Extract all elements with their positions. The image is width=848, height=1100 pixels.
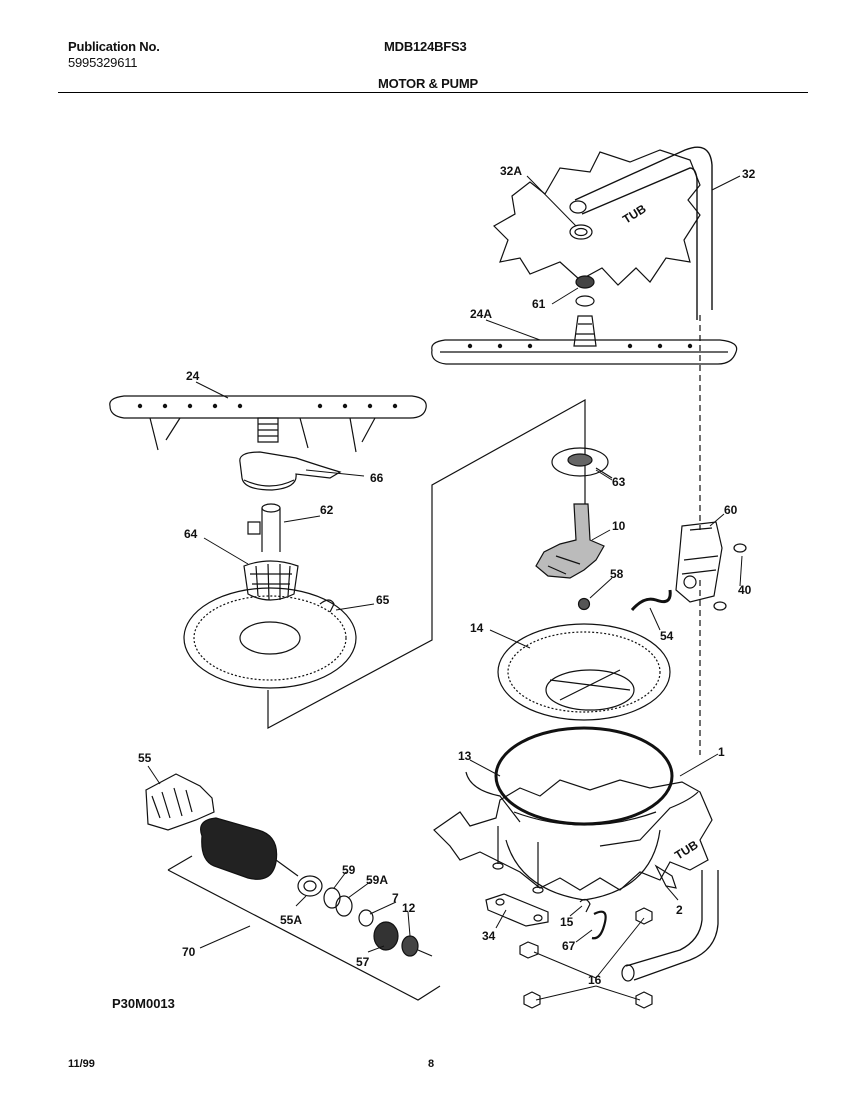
part-10-pump	[535, 503, 605, 579]
label-55: 55	[138, 751, 152, 765]
label-60: 60	[724, 503, 738, 517]
part-66-clip	[239, 451, 342, 491]
label-24a: 24A	[470, 307, 492, 321]
part-54-hose	[630, 589, 672, 611]
part-59-ring	[323, 887, 341, 909]
part-63-disc	[551, 447, 609, 477]
upper-spray-hub	[573, 315, 597, 347]
part-16-nut-c	[523, 991, 541, 1009]
part-1-bracket	[465, 771, 699, 847]
upper-spray-arm-24a	[431, 339, 738, 365]
part-65-filter	[183, 587, 357, 689]
model-number: MDB124BFS3	[384, 39, 467, 54]
section-title: MOTOR & PUMP	[378, 76, 478, 91]
part-12-chopper	[401, 935, 419, 957]
label-14: 14	[470, 621, 484, 635]
part-2-clip	[654, 864, 677, 889]
label-16: 16	[588, 973, 602, 987]
diagram-code: P30M0013	[112, 996, 175, 1011]
part-7-seal	[358, 909, 374, 927]
label-15: 15	[560, 915, 574, 929]
part-55a-seal	[297, 875, 323, 897]
label-62: 62	[320, 503, 334, 517]
tub-fragment-top	[493, 149, 701, 286]
label-32a: 32A	[500, 164, 522, 178]
part-61-washer	[575, 295, 595, 307]
drain-tube	[625, 870, 719, 981]
footer-date: 11/99	[68, 1058, 95, 1070]
label-54: 54	[660, 629, 674, 643]
perspective-box	[267, 398, 586, 730]
part-64-strainer	[243, 560, 299, 601]
part-13-gasket	[494, 726, 674, 826]
lower-spray-hub	[257, 417, 279, 443]
label-12: 12	[402, 901, 416, 915]
label-63: 63	[612, 475, 626, 489]
lower-spray-arm-24	[109, 395, 427, 419]
tub-label-bottom: TUB	[672, 837, 701, 862]
label-7: 7	[392, 891, 399, 905]
label-61: 61	[532, 297, 546, 311]
header-rule	[58, 92, 808, 93]
part-58-ball	[577, 597, 591, 611]
part-55-bracket	[145, 773, 215, 831]
label-57: 57	[356, 955, 370, 969]
label-59: 59	[342, 863, 356, 877]
part-62-tube	[261, 508, 281, 552]
label-67: 67	[562, 939, 576, 953]
label-58: 58	[610, 567, 624, 581]
label-32: 32	[742, 167, 756, 181]
part-16-nut-d	[635, 991, 653, 1009]
label-55a: 55A	[280, 913, 302, 927]
part-40-clip-b	[713, 601, 727, 611]
part-32a-ring	[569, 224, 593, 240]
label-64: 64	[184, 527, 198, 541]
tube-end	[569, 200, 587, 214]
label-34: 34	[482, 929, 496, 943]
part-15-screw	[579, 898, 591, 913]
part-60-valve	[675, 521, 723, 603]
part-40-clip-a	[733, 543, 747, 553]
label-24: 24	[186, 369, 200, 383]
part-57-impeller	[373, 921, 399, 951]
part-16-nut-b	[635, 907, 653, 925]
tub-label-top: TUB	[620, 201, 649, 226]
label-2: 2	[676, 903, 683, 917]
label-66: 66	[370, 471, 384, 485]
label-59a: 59A	[366, 873, 388, 887]
fill-tube-32	[574, 146, 713, 320]
label-65: 65	[376, 593, 390, 607]
publication-number: 5995329611	[68, 55, 138, 70]
tub-fragment-bottom	[433, 779, 713, 891]
label-13: 13	[458, 749, 472, 763]
label-10: 10	[612, 519, 626, 533]
publication-label: Publication No.	[68, 39, 160, 54]
part-14-sump	[497, 623, 671, 721]
part-16-nut-a	[519, 941, 539, 959]
part-67-hose-clip	[591, 910, 607, 940]
part-61-cap	[575, 275, 595, 289]
part-34-bracket	[485, 893, 549, 927]
label-1: 1	[718, 745, 725, 759]
part-59a-ring	[335, 895, 353, 917]
motor-frame	[167, 855, 441, 1001]
part-70-motor	[200, 817, 278, 880]
footer-page-number: 8	[428, 1058, 435, 1070]
label-70: 70	[182, 945, 196, 959]
label-40: 40	[738, 583, 752, 597]
